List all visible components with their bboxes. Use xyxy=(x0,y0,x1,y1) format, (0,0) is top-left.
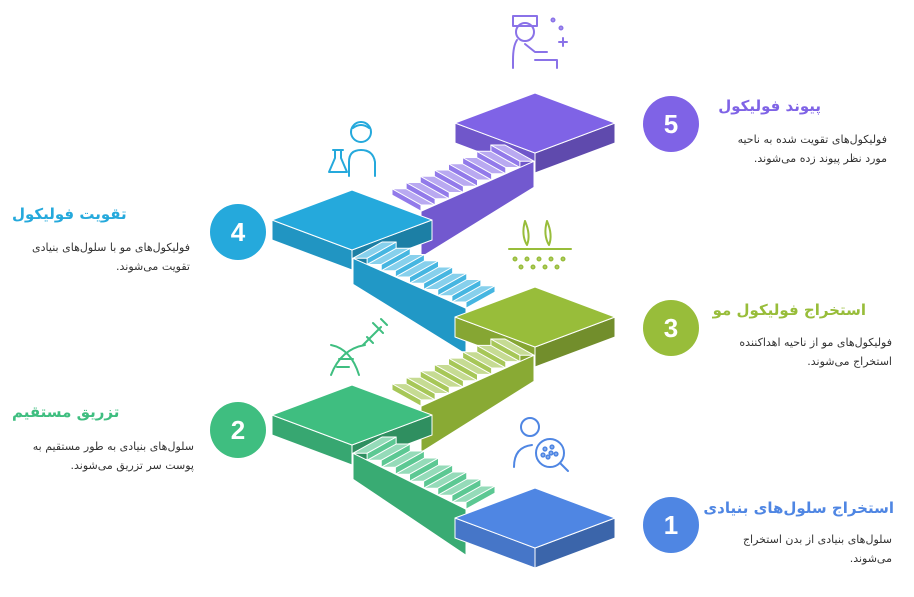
step-2-title: تزریق مستقیم xyxy=(12,403,119,421)
step-3-number: 3 xyxy=(643,300,699,356)
step-4-description: فولیکول‌های مو با سلول‌های بنیادی تقویت … xyxy=(12,238,190,276)
step-3-title: استخراج فولیکول مو xyxy=(713,301,866,319)
surgeon-faceshield-icon xyxy=(505,10,575,72)
step-2-number: 2 xyxy=(210,402,266,458)
step-3-description: فولیکول‌های مو از ناحیه اهداکننده استخرا… xyxy=(727,333,892,371)
step-2-description: سلول‌های بنیادی به طور مستقیم به پوست سر… xyxy=(6,437,194,475)
hair-follicle-icon xyxy=(505,215,575,273)
step-5-description: فولیکول‌های تقویت شده به ناحیه مورد نظر … xyxy=(727,130,887,168)
step-5-title: پیوند فولیکول xyxy=(718,97,821,115)
dna-syringe-icon xyxy=(325,315,391,379)
step-1-description: سلول‌های بنیادی از بدن استخراج می‌شوند. xyxy=(727,530,892,568)
step-4-number: 4 xyxy=(210,204,266,260)
step-1-number: 1 xyxy=(643,497,699,553)
step-4-title: تقویت فولیکول xyxy=(12,205,127,223)
scientist-flask-icon xyxy=(327,118,383,180)
person-magnifier-icon xyxy=(510,413,572,475)
step-5-number: 5 xyxy=(643,96,699,152)
step-1-title: استخراج سلول‌های بنیادی xyxy=(703,499,894,517)
